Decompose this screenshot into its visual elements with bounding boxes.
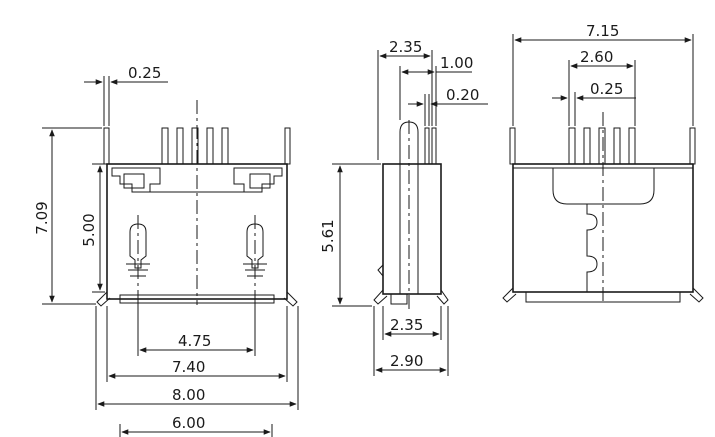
- front-left-outer-pin: [103, 127, 110, 165]
- rear-pin-housing: [552, 168, 655, 205]
- dim-front-mount-pitch: 4.75: [178, 332, 211, 350]
- side-base: [390, 293, 408, 305]
- front-signal-pins: [161, 127, 229, 165]
- dim-front-pin-width: 0.25: [128, 64, 161, 82]
- dim-rear-pin-width: 0.25: [590, 80, 623, 98]
- rear-left-foot: [502, 287, 517, 303]
- front-left-latch: [111, 167, 161, 193]
- front-right-latch: [233, 167, 283, 193]
- front-view: 0.25 7.09 5.00 4.75 7.40 8.00 6.00: [33, 64, 299, 437]
- front-left-foot: [96, 291, 111, 307]
- rear-view: 7.15 2.60 0.25: [502, 22, 704, 304]
- side-body: [382, 163, 442, 295]
- dim-front-total-height: 7.09: [33, 201, 51, 234]
- side-left-foot: [373, 289, 388, 305]
- rear-right-foot: [689, 287, 704, 303]
- side-right-foot: [436, 289, 449, 305]
- front-right-foot: [283, 291, 298, 307]
- dim-rear-pin-span: 2.60: [580, 48, 613, 66]
- dim-front-body-height: 5.00: [80, 213, 98, 246]
- dim-rear-overall-width: 7.15: [586, 22, 619, 40]
- rear-right-outer-pin: [689, 127, 696, 165]
- rear-left-outer-pin: [509, 127, 516, 165]
- rear-signal-pins: [568, 127, 636, 165]
- side-pin-back: [431, 127, 437, 165]
- rear-notch-profile: [586, 204, 598, 292]
- dim-side-body-height: 5.61: [319, 219, 337, 252]
- side-pin-front: [424, 127, 430, 165]
- dim-side-overall-depth: 2.90: [390, 352, 423, 370]
- dim-front-footprint-width: 6.00: [172, 414, 205, 432]
- dim-front-body-width: 7.40: [172, 358, 205, 376]
- side-view: 2.35 1.00 0.20 5.61 2.35 2.90: [319, 38, 488, 376]
- front-right-outer-pin: [284, 127, 291, 165]
- dim-side-pin-pitch: 1.00: [440, 54, 473, 72]
- rear-base: [525, 291, 681, 303]
- dim-side-pin-offset: 2.35: [389, 38, 422, 56]
- dim-side-pin-thickness: 0.20: [446, 86, 479, 104]
- dim-side-base-depth: 2.35: [390, 316, 423, 334]
- dim-front-overall-width: 8.00: [172, 386, 205, 404]
